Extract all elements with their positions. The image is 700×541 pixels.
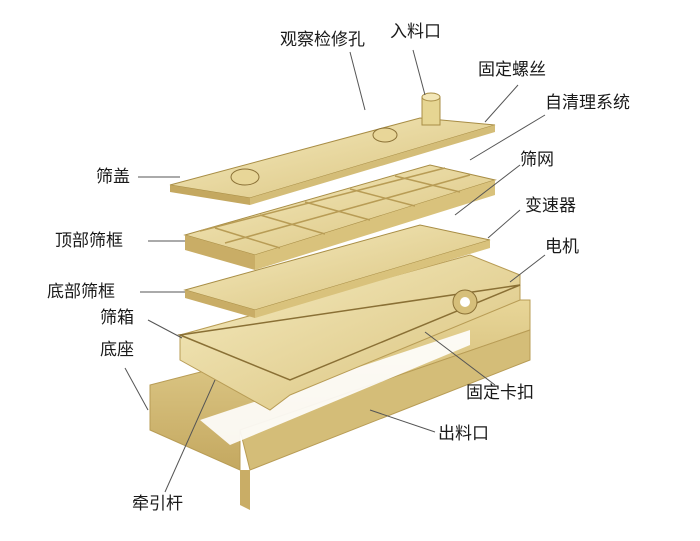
label-base: 底座	[100, 340, 134, 360]
label-outlet: 出料口	[438, 424, 489, 444]
base-frame	[149, 299, 531, 510]
label-screen-box: 筛箱	[100, 308, 134, 328]
label-screen-mesh: 筛网	[520, 150, 554, 170]
label-fixing-clamp: 固定卡扣	[466, 383, 534, 403]
screen-box	[177, 254, 521, 411]
label-motor: 电机	[545, 237, 579, 257]
label-screen-cover: 筛盖	[96, 167, 130, 187]
label-gearbox: 变速器	[525, 196, 576, 216]
bottom-frame	[183, 224, 491, 318]
label-tow-bar: 牵引杆	[132, 494, 183, 514]
top-frame	[183, 164, 497, 270]
label-fixing-screw: 固定螺丝	[478, 60, 546, 80]
label-top-frame: 顶部筛框	[55, 231, 123, 251]
label-self-cleaning: 自清理系统	[545, 93, 630, 113]
label-inlet: 入料口	[390, 22, 441, 42]
label-inspection-hole: 观察检修孔	[280, 30, 365, 50]
label-bottom-frame: 底部筛框	[47, 282, 115, 302]
leader-lines	[124, 49, 546, 493]
screen-cover	[169, 92, 496, 205]
